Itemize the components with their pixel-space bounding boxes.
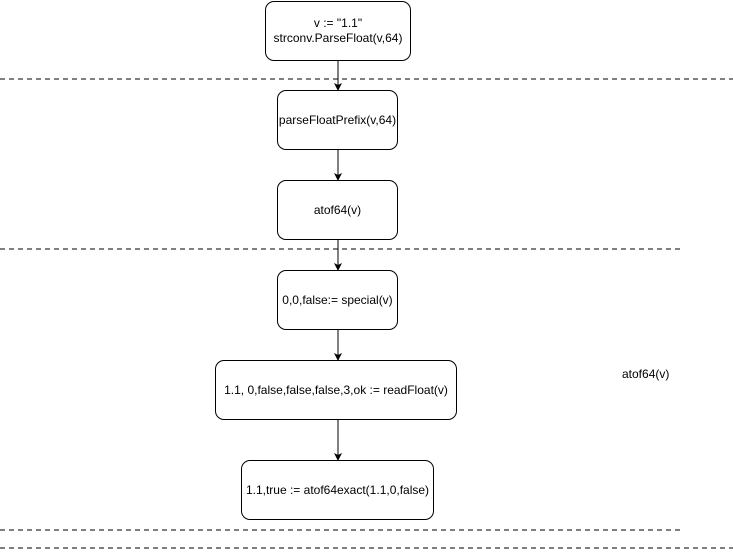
node-atof64-call[interactable]: atof64(v)	[277, 180, 398, 240]
node-parse-float-prefix[interactable]: parseFloatPrefix(v,64)	[277, 90, 398, 150]
node-special-label: 0,0,false:= special(v)	[282, 292, 393, 307]
node-read-float-label: 1.1, 0,false,false,false,3,ok := readFlo…	[224, 382, 448, 397]
section-label-atof64: atof64(v)	[622, 367, 670, 381]
node-parse-float-line2: strconv.ParseFloat(v,64)	[273, 31, 403, 45]
node-read-float[interactable]: 1.1, 0,false,false,false,3,ok := readFlo…	[215, 360, 457, 420]
node-atof64-exact-label: 1.1,true := atof64exact(1.1,0,false)	[245, 482, 430, 497]
node-atof64-call-label: atof64(v)	[313, 202, 362, 217]
node-parse-float-line1: v := "1.1"	[313, 16, 363, 30]
node-atof64-exact[interactable]: 1.1,true := atof64exact(1.1,0,false)	[241, 460, 434, 520]
node-parse-float-prefix-label: parseFloatPrefix(v,64)	[278, 112, 397, 127]
node-parse-float[interactable]: v := "1.1" strconv.ParseFloat(v,64)	[265, 1, 411, 61]
node-special[interactable]: 0,0,false:= special(v)	[277, 270, 398, 330]
